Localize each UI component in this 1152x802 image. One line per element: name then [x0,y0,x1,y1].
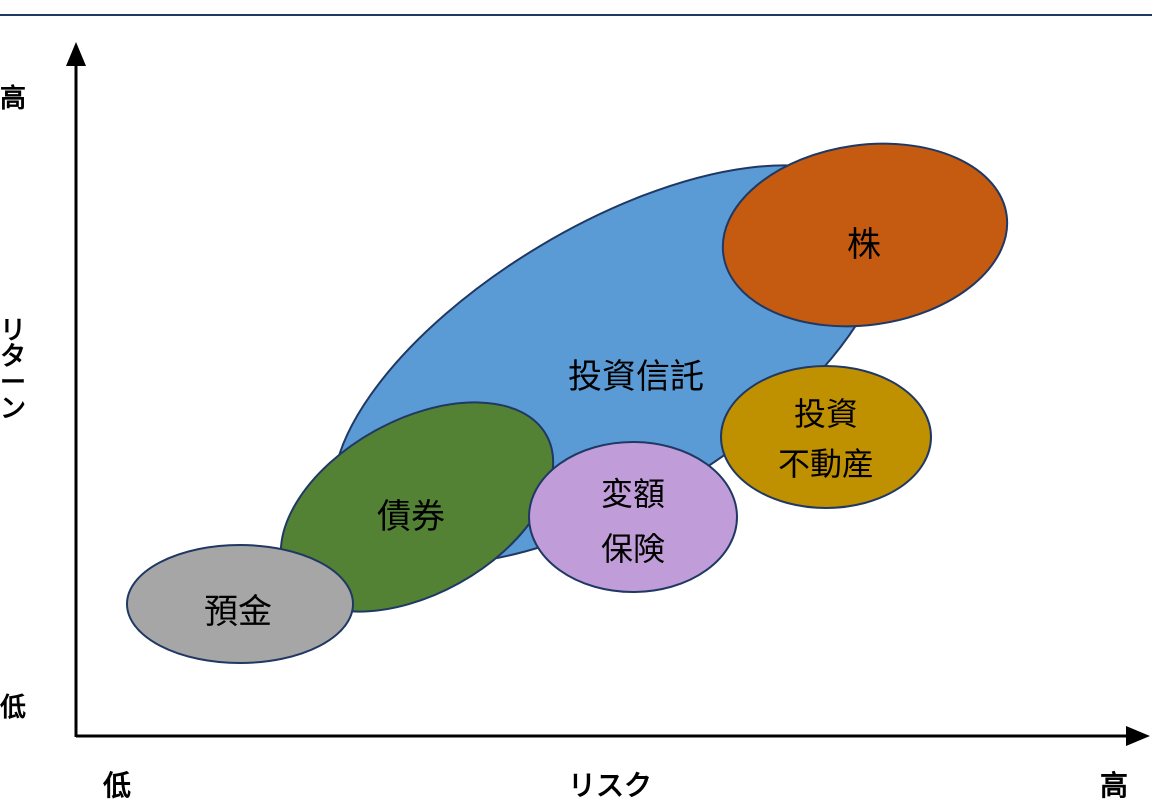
header-divider [0,14,1152,16]
y-axis-arrow-icon [66,42,86,66]
deposit-label: 預金 [204,592,272,632]
stock-ellipse [721,142,1009,328]
y-axis-high-label: 高 [0,84,27,114]
variable-insurance-label-line1: 変額 [601,475,665,513]
x-axis-arrow-icon [1126,726,1150,746]
deposit-ellipse [126,544,354,664]
x-axis-title: リスク [568,769,653,802]
y-axis-title-char: タ [0,342,27,372]
category-stock: 株 [721,142,1009,328]
x-axis-high-label: 高 [1100,769,1129,802]
y-axis-low-label: 低 [0,693,27,723]
stock-label: 株 [847,225,881,265]
x-axis-low-label: 低 [103,769,132,802]
y-axis-title-char: ン [0,394,27,424]
investment-trust-label: 投資信託 [568,357,704,397]
category-variable-insurance: 変額 保険 [528,441,738,593]
category-deposit: 預金 [126,544,354,664]
y-axis-title-char: リ [0,316,27,346]
reit-ellipse [720,365,932,509]
y-axis-title: リ タ ー ン [0,318,28,422]
reit-label-line2: 不動産 [778,445,874,483]
variable-insurance-ellipse [528,441,738,593]
reit-label-line1: 投資 [794,395,858,433]
bond-label: 債券 [377,497,445,537]
variable-insurance-label-line2: 保険 [601,530,665,568]
y-axis-title-char: ー [0,368,27,398]
category-reit: 投資 不動産 [720,365,932,509]
